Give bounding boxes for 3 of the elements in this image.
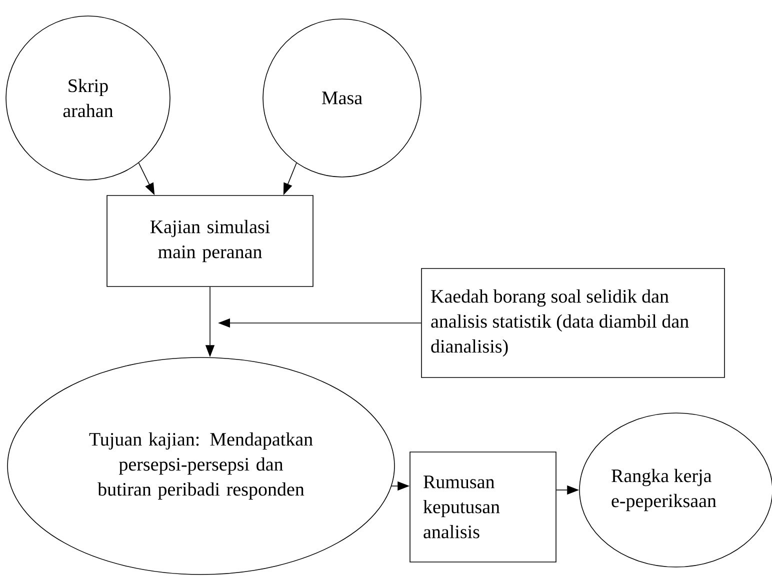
result-box: Rumusan keputusan analisis [410,452,556,562]
process-box: Kajian simulasi main peranan [106,195,314,287]
method-box: Kaedah borang soal selidik dan analisis statistik (data diambil dan dianalisis) [421,268,725,378]
